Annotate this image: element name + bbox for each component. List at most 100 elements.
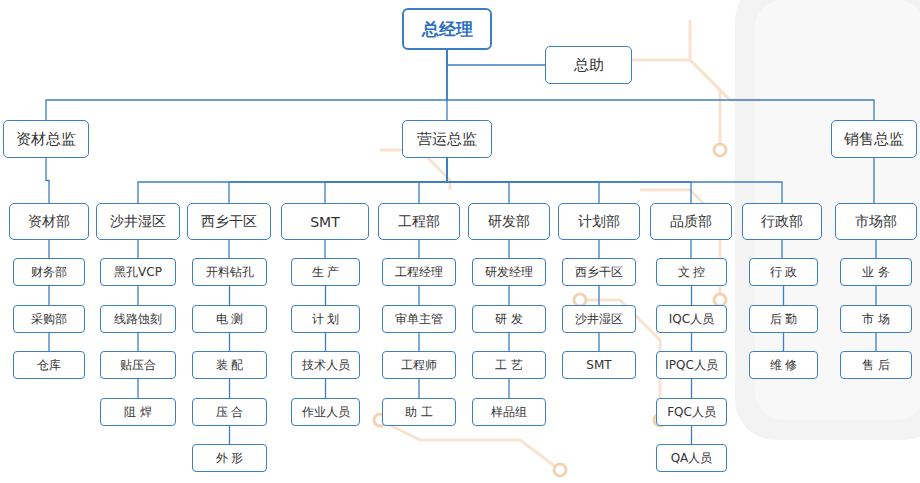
org-connector — [508, 333, 509, 351]
box-label: 研 发 — [495, 311, 523, 328]
org-connector — [873, 158, 874, 203]
org-connector — [325, 333, 326, 351]
org-connector — [325, 379, 326, 398]
unit-box: 阻 焊 — [100, 398, 176, 426]
box-label: 西乡干区 — [201, 213, 257, 231]
unit-box: 装 配 — [192, 351, 267, 379]
box-label: 生 产 — [312, 264, 340, 281]
unit-box: 维 修 — [749, 351, 818, 379]
unit-box: 西乡干区 — [562, 258, 636, 286]
org-connector — [137, 240, 138, 258]
org-connector — [875, 333, 876, 351]
root-box: 总经理 — [402, 8, 492, 50]
box-label: 线路蚀刻 — [114, 311, 162, 328]
unit-box: 样品组 — [472, 398, 546, 426]
org-connector — [783, 333, 784, 351]
org-connector — [447, 50, 874, 120]
department-box: 计划部 — [558, 203, 640, 240]
department-box: 工程部 — [378, 203, 460, 240]
unit-box: 贴压合 — [100, 351, 176, 379]
org-connector — [48, 286, 49, 305]
box-label: 技术人员 — [302, 357, 350, 374]
org-connector — [229, 333, 230, 351]
unit-box: 沙井湿区 — [562, 305, 636, 333]
box-label: 样品组 — [491, 404, 527, 421]
department-box: 品质部 — [650, 203, 732, 240]
box-label: 维 修 — [770, 357, 798, 374]
director-box: 资材总监 — [3, 120, 89, 158]
unit-box: 计 划 — [291, 305, 360, 333]
org-connector — [598, 240, 599, 258]
org-connector — [691, 286, 692, 305]
box-label: 外 形 — [216, 450, 244, 467]
org-connector — [418, 379, 419, 398]
director-box: 营运总监 — [402, 120, 492, 158]
org-connector — [418, 333, 419, 351]
box-label: 文 控 — [678, 264, 706, 281]
org-connector — [137, 379, 138, 398]
org-connector — [418, 240, 419, 258]
org-connector — [48, 333, 49, 351]
director-box: 总助 — [545, 46, 632, 84]
box-label: IQC人员 — [669, 311, 714, 328]
box-label: QA人员 — [671, 450, 713, 467]
unit-box: 工程经理 — [382, 258, 456, 286]
org-connector — [229, 426, 230, 444]
box-label: 西乡干区 — [575, 264, 623, 281]
box-label: 研发经理 — [485, 264, 533, 281]
director-box: 销售总监 — [831, 120, 917, 158]
unit-box: IQC人员 — [656, 305, 727, 333]
box-label: 沙井湿区 — [110, 213, 166, 231]
box-label: 资材部 — [28, 213, 70, 231]
circuit-traces — [380, 20, 760, 470]
device-outline — [735, 0, 920, 440]
box-label: 总助 — [574, 56, 604, 75]
unit-box: 研 发 — [472, 305, 546, 333]
box-label: 后 勤 — [770, 311, 798, 328]
unit-box: 仓库 — [13, 351, 85, 379]
org-connector — [324, 240, 325, 258]
unit-box: 后 勤 — [749, 305, 818, 333]
box-label: 仓库 — [37, 357, 61, 374]
box-label: 业 务 — [862, 264, 890, 281]
unit-box: 财务部 — [13, 258, 85, 286]
org-connector — [690, 240, 691, 258]
box-label: 开料钻孔 — [206, 264, 254, 281]
box-label: 售 后 — [862, 357, 890, 374]
unit-box: 采购部 — [13, 305, 85, 333]
box-label: 阻 焊 — [124, 404, 152, 421]
unit-box: 黑孔VCP — [100, 258, 176, 286]
department-box: 沙井湿区 — [96, 203, 180, 240]
box-label: 资材总监 — [16, 130, 76, 149]
org-connector — [137, 333, 138, 351]
org-connector — [418, 286, 419, 305]
unit-box: 工 艺 — [472, 351, 546, 379]
org-connector — [48, 240, 49, 258]
org-connector — [691, 333, 692, 351]
box-label: 黑孔VCP — [114, 264, 162, 281]
department-box: SMT — [281, 203, 369, 240]
unit-box: 文 控 — [656, 258, 727, 286]
org-connector — [783, 286, 784, 305]
unit-box: SMT — [562, 351, 636, 379]
box-label: 研发部 — [488, 213, 530, 231]
box-label: 装 配 — [216, 357, 244, 374]
org-connector — [598, 286, 599, 305]
box-label: 市场部 — [855, 213, 897, 231]
department-box: 西乡干区 — [187, 203, 271, 240]
org-connector — [447, 158, 691, 203]
box-label: 贴压合 — [120, 357, 156, 374]
org-connector — [447, 50, 545, 65]
box-label: 助 工 — [405, 404, 433, 421]
org-connector — [691, 379, 692, 398]
unit-box: 市 场 — [840, 305, 912, 333]
unit-box: 外 形 — [192, 444, 267, 472]
org-connector — [875, 286, 876, 305]
org-connector — [875, 240, 876, 258]
department-box: 行政部 — [742, 203, 822, 240]
unit-box: IPQC人员 — [656, 351, 727, 379]
org-connector — [447, 158, 782, 203]
box-label: 营运总监 — [417, 130, 477, 149]
unit-box: 业 务 — [840, 258, 912, 286]
org-connector — [46, 50, 447, 120]
